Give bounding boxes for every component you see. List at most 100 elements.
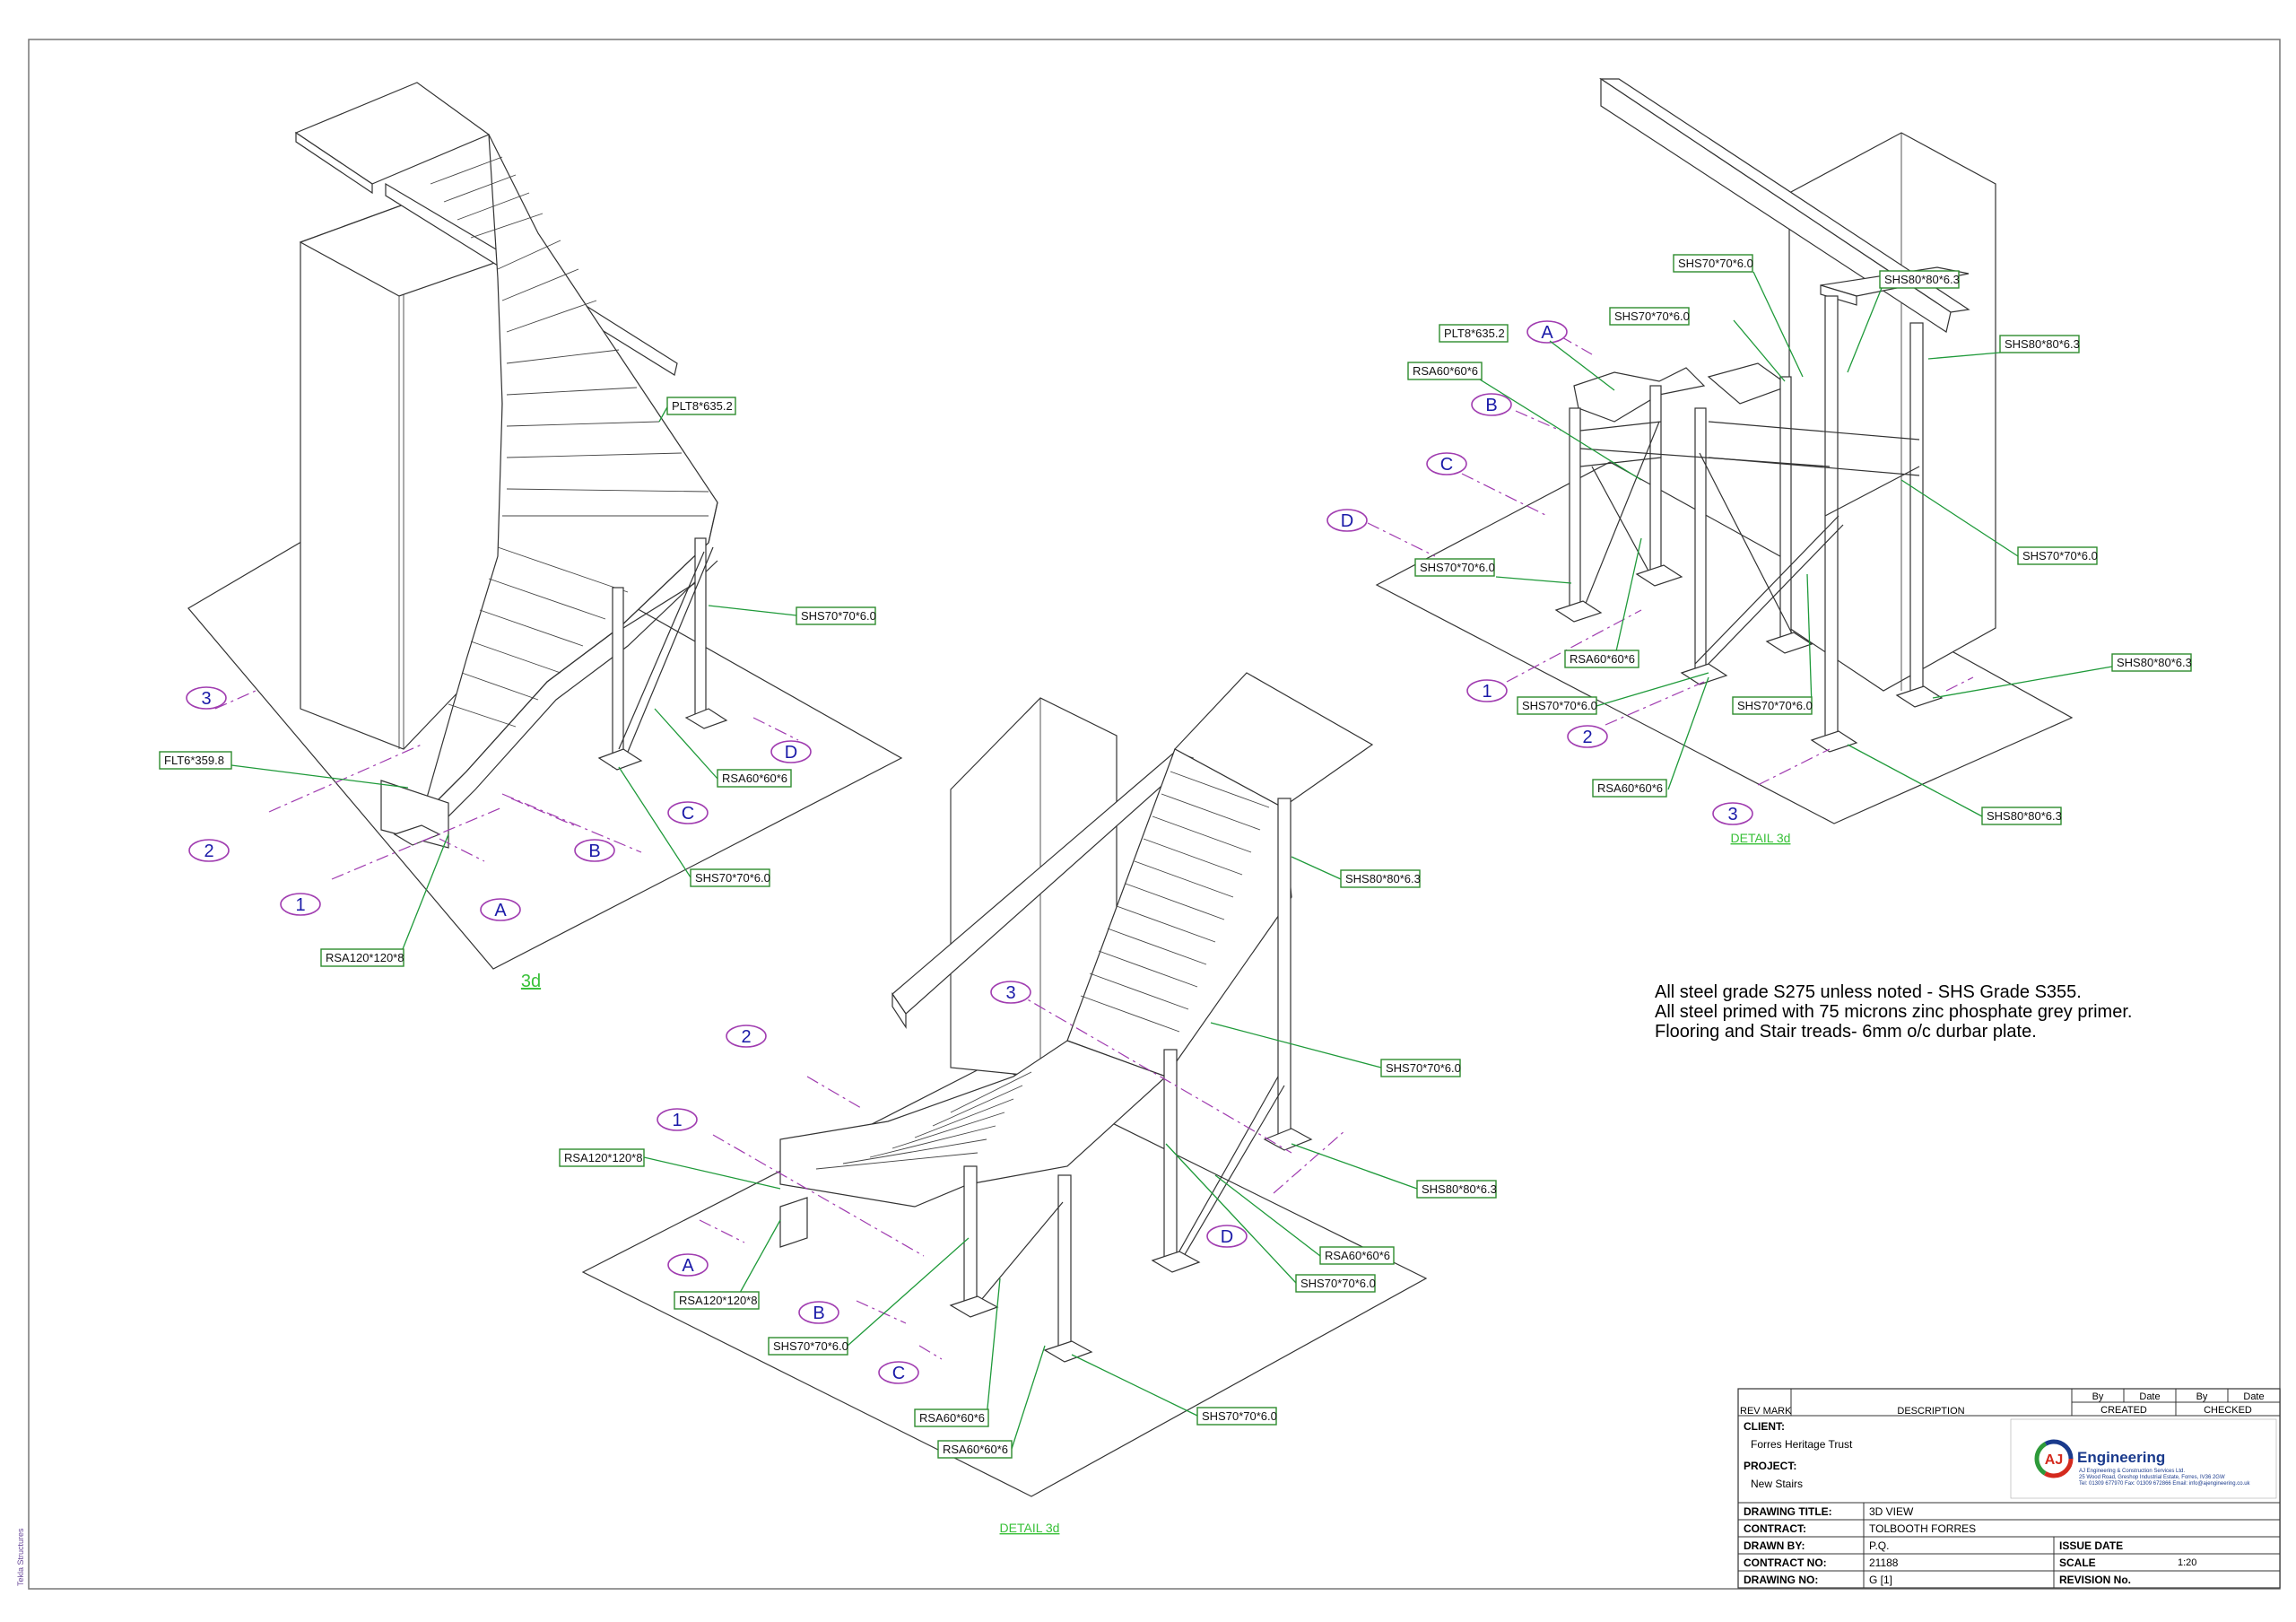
logo-address: 25 Wood Road, Greshop Industrial Estate,… — [2079, 1475, 2225, 1480]
grid-bubble: 3 — [990, 981, 1031, 1004]
callout-label: SHS70*70*6.0 — [768, 1337, 848, 1356]
grid-bubble: B — [1471, 393, 1512, 416]
svg-text:RSA60*60*6: RSA60*60*6 — [1413, 364, 1478, 378]
svg-text:B: B — [588, 842, 600, 861]
callout-label: SHS70*70*6.0 — [796, 606, 876, 625]
svg-text:SHS70*70*6.0: SHS70*70*6.0 — [1614, 310, 1690, 323]
svg-text:SHS80*80*6.3: SHS80*80*6.3 — [1884, 273, 1960, 286]
note-line: All steel primed with 75 microns zinc ph… — [1655, 1002, 2132, 1022]
callout-label: FLT6*359.8 — [159, 751, 232, 770]
callout-label: SHS80*80*6.3 — [1340, 869, 1421, 888]
drawing-title-value: 3D VIEW — [1869, 1505, 1914, 1518]
aj-logo-mark: AJ — [2034, 1439, 2074, 1478]
grid-bubble: A — [1526, 320, 1568, 344]
checked-header: CHECKED — [2204, 1405, 2252, 1416]
svg-text:SHS70*70*6.0: SHS70*70*6.0 — [773, 1339, 848, 1353]
svg-text:A: A — [494, 901, 507, 920]
logo-company: AJ Engineering & Construction Services L… — [2079, 1469, 2185, 1474]
callout-label: SHS70*70*6.0 — [1196, 1407, 1277, 1426]
logo-name: Engineering — [2077, 1449, 2165, 1466]
callout-label: RSA60*60*6 — [937, 1440, 1013, 1459]
callout-label: SHS70*70*6.0 — [1414, 558, 1495, 577]
date-header: Date — [2139, 1391, 2160, 1402]
svg-text:AJ: AJ — [2045, 1452, 2063, 1468]
svg-text:SHS70*70*6.0: SHS70*70*6.0 — [2022, 549, 2098, 562]
svg-text:SHS70*70*6.0: SHS70*70*6.0 — [1300, 1277, 1376, 1290]
left-callouts: PLT8*635.2 SHS70*70*6.0 FLT6*359.8 RSA60… — [159, 397, 876, 967]
right-view-label: DETAIL 3d — [1731, 831, 1791, 845]
contract-value: TOLBOOTH FORRES — [1869, 1522, 1976, 1535]
bottom-grid-bubbles: 3 2 1 A B C D — [657, 981, 1248, 1384]
grid-bubble: A — [480, 898, 521, 921]
right-winder — [1573, 362, 1791, 423]
bottom-winder-flight — [779, 1040, 1168, 1248]
grid-bubble: A — [667, 1253, 709, 1277]
callout-label: RSA60*60*6 — [1407, 362, 1483, 380]
callout-label: SHS80*80*6.3 — [1981, 807, 2062, 825]
callout-label: RSA60*60*6 — [1592, 779, 1667, 798]
svg-text:PLT8*635.2: PLT8*635.2 — [672, 399, 733, 413]
right-callouts: SHS70*70*6.0 SHS80*80*6.3 SHS70*70*6.0 P… — [1407, 254, 2192, 825]
svg-text:2: 2 — [741, 1027, 751, 1047]
left-grid-lines — [214, 690, 799, 880]
by-header: By — [2092, 1391, 2104, 1402]
drawing-title-label: DRAWING TITLE: — [1744, 1505, 1832, 1518]
callout-label: SHS70*70*6.0 — [1609, 307, 1690, 326]
project-label: PROJECT: — [1744, 1460, 1796, 1472]
callout-label: RSA120*120*8 — [320, 948, 404, 967]
contract-no-label: CONTRACT NO: — [1744, 1557, 1827, 1569]
grid-bubble: B — [798, 1301, 839, 1324]
svg-text:RSA60*60*6: RSA60*60*6 — [1325, 1249, 1390, 1262]
side-text: Tekla Structures — [16, 1528, 25, 1586]
svg-text:D: D — [785, 743, 797, 763]
callout-label: SHS70*70*6.0 — [1295, 1274, 1376, 1293]
svg-text:SHS70*70*6.0: SHS70*70*6.0 — [1202, 1409, 1277, 1423]
date-header: Date — [2243, 1391, 2264, 1402]
grid-bubble: 3 — [186, 686, 227, 710]
drawn-by-label: DRAWN BY: — [1744, 1539, 1805, 1552]
svg-text:D: D — [1221, 1227, 1233, 1247]
svg-text:SHS70*70*6.0: SHS70*70*6.0 — [1678, 257, 1753, 270]
note-line: Flooring and Stair treads- 6mm o/c durba… — [1655, 1022, 2037, 1042]
callout-label: PLT8*635.2 — [666, 397, 736, 415]
svg-text:B: B — [1485, 396, 1497, 415]
contract-no-value: 21188 — [1869, 1557, 1899, 1569]
bottom-leaders — [643, 856, 1418, 1450]
callout-label: RSA60*60*6 — [717, 769, 792, 788]
callout-label: PLT8*635.2 — [1439, 324, 1509, 343]
svg-text:PLT8*635.2: PLT8*635.2 — [1444, 327, 1505, 340]
bottom-callouts: SHS80*80*6.3 SHS70*70*6.0 RSA120*120*8 S… — [559, 869, 1497, 1459]
company-logo: AJ Engineering AJ Engineering & Construc… — [2010, 1418, 2277, 1499]
right-floor-slab — [1375, 461, 2074, 824]
svg-text:FLT6*359.8: FLT6*359.8 — [164, 754, 224, 767]
grid-bubble: D — [1326, 509, 1368, 532]
left-view-label: 3d — [521, 972, 541, 991]
bottom-posts — [949, 798, 1313, 1363]
right-leaders — [1479, 271, 2113, 817]
grid-bubble: C — [667, 801, 709, 824]
description-header: DESCRIPTION — [1897, 1406, 1964, 1417]
svg-text:1: 1 — [295, 895, 305, 915]
svg-text:SHS70*70*6.0: SHS70*70*6.0 — [695, 871, 770, 885]
svg-text:1: 1 — [1482, 682, 1492, 702]
svg-text:RSA60*60*6: RSA60*60*6 — [943, 1443, 1008, 1456]
callout-label: SHS80*80*6.3 — [2111, 653, 2192, 672]
grid-bubble: D — [770, 740, 812, 763]
svg-text:RSA60*60*6: RSA60*60*6 — [919, 1411, 985, 1425]
scale-value: 1:20 — [2178, 1557, 2196, 1568]
left-view: 3 2 1 D C B A PLT8*635.2 SHS70*70*6.0 FL… — [159, 82, 903, 991]
drawing-no-value: G [1] — [1869, 1574, 1892, 1586]
title-block: REV MARK DESCRIPTION By Date By Date CRE… — [1737, 1388, 2281, 1589]
bottom-grid-lines — [699, 990, 1346, 1360]
callout-label: RSA60*60*6 — [1319, 1246, 1395, 1265]
callout-label: SHS70*70*6.0 — [1732, 696, 1813, 715]
svg-text:RSA120*120*8: RSA120*120*8 — [564, 1151, 642, 1164]
svg-text:RSA60*60*6: RSA60*60*6 — [722, 772, 787, 785]
svg-text:2: 2 — [1582, 728, 1592, 747]
grid-bubble: D — [1206, 1225, 1248, 1248]
created-header: CREATED — [2100, 1405, 2147, 1416]
svg-text:SHS80*80*6.3: SHS80*80*6.3 — [2117, 656, 2192, 669]
svg-text:3: 3 — [201, 689, 211, 709]
callout-label: SHS80*80*6.3 — [1879, 270, 1960, 289]
